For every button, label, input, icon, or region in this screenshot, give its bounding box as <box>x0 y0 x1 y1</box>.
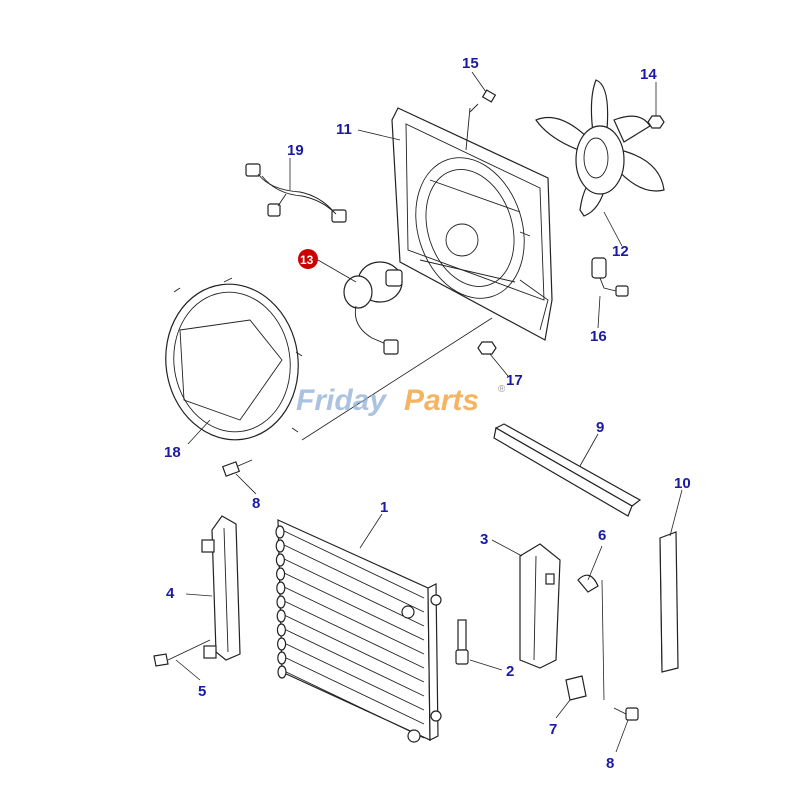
radiator-tube-end <box>276 623 286 637</box>
radiator-tube-end <box>277 637 287 651</box>
callout-6: 6 <box>598 527 606 544</box>
bolt-15 <box>469 89 497 113</box>
bracket-3 <box>519 543 561 669</box>
watermark-mark: ® <box>498 384 506 395</box>
radiator-fin <box>281 627 425 697</box>
callout-9: 9 <box>596 419 604 436</box>
nut-17 <box>477 341 497 355</box>
nut-14 <box>647 115 665 129</box>
highlight-marker <box>298 249 318 269</box>
cover-18 <box>165 277 303 441</box>
radiator-fin <box>281 585 425 655</box>
radiator-fin <box>281 613 425 683</box>
callout-12: 12 <box>612 243 629 260</box>
clip-7 <box>565 675 587 701</box>
radiator-tube-end <box>276 581 286 595</box>
radiator-fin <box>281 571 425 641</box>
callout-2: 2 <box>506 663 514 680</box>
radiator-tube-end <box>276 609 286 623</box>
radiator-fin <box>281 557 425 627</box>
radiator-fins <box>275 525 425 739</box>
watermark-text-a: Friday <box>296 384 387 417</box>
radiator-fin <box>281 529 425 599</box>
seal-strip-9 <box>493 423 642 517</box>
callout-16: 16 <box>590 328 607 345</box>
radiator-core <box>275 519 442 743</box>
callout-15: 15 <box>462 55 479 72</box>
callout-5: 5 <box>198 683 206 700</box>
bracket-4 <box>201 515 241 661</box>
bolt-5 <box>153 639 211 667</box>
fan-shroud <box>391 107 553 341</box>
radiator-fin <box>281 543 425 613</box>
bolt-8-lower <box>613 707 639 721</box>
drain-valve <box>455 619 469 665</box>
fan-blade <box>535 79 665 217</box>
radiator-tube-end <box>275 539 285 553</box>
callout-1: 1 <box>380 499 388 516</box>
radiator-tube-end <box>276 567 286 581</box>
clamp-6 <box>577 574 599 593</box>
radiator-fin <box>281 641 425 711</box>
callout-11: 11 <box>336 121 352 138</box>
sensor-16 <box>591 257 629 297</box>
callout-14: 14 <box>640 66 657 83</box>
radiator-tube-end <box>276 595 286 609</box>
radiator-fin <box>281 655 425 725</box>
callout-8-upper: 8 <box>252 495 260 512</box>
bolt-8-upper <box>221 459 253 477</box>
callout-13: 13 <box>300 253 314 267</box>
leader-lines <box>175 71 683 753</box>
callout-19: 19 <box>287 142 304 159</box>
fan-motor <box>343 261 403 355</box>
watermark-text-b: Parts <box>404 384 479 417</box>
callout-7: 7 <box>549 721 557 738</box>
radiator-tube-end <box>277 665 287 679</box>
seal-strip-10 <box>659 531 679 673</box>
radiator-fin <box>281 669 425 739</box>
watermark: Friday Parts ® <box>296 384 506 417</box>
radiator-tube-end <box>277 651 287 665</box>
radiator-tube-end <box>275 553 285 567</box>
radiator-tube-end <box>275 525 285 539</box>
callout-4: 4 <box>166 585 175 602</box>
callout-17: 17 <box>506 372 523 389</box>
callout-3: 3 <box>480 531 488 548</box>
callouts: 15 11 14 19 12 13 16 17 18 8 9 10 1 3 6 … <box>164 55 691 772</box>
callout-8-lower: 8 <box>606 755 614 772</box>
wire-harness <box>245 163 347 223</box>
radiator-fin <box>281 599 425 669</box>
callout-10: 10 <box>674 475 691 492</box>
callout-18: 18 <box>164 444 181 461</box>
